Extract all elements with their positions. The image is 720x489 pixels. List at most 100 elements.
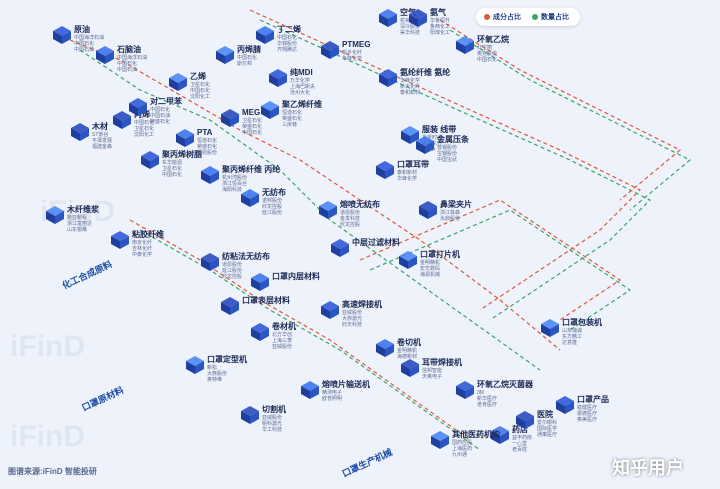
node-mask-icon [556,396,574,414]
node-pet-company: 荣盛石化 [282,116,303,122]
node-fold-company: 天奥电子 [422,374,443,380]
node-cleaning-label: 口罩打片机 [420,250,460,259]
node-propylene-company: 卫星石化 [134,126,155,132]
node-nonwoven-company: 延江股份 [222,268,243,274]
node-ammonia-company: 华鲁恒升 [430,18,451,24]
node-meg-company: 中国石化 [242,130,263,136]
node-ship-icon [491,426,509,444]
node-elastic-icon [241,189,259,207]
legend: 成分占比 数量占比 [476,8,580,26]
node-ethylene-label: 乙烯 [190,72,206,81]
node-elastic-company: 诺邦股份 [262,198,283,204]
watermark: iFinD [10,420,85,453]
node-ethylene-icon [169,73,187,91]
node-viscose-label: 粘胶纤维 [132,230,164,239]
node-ptmeg-company: 华峰化学 [342,56,363,62]
node-slicer-company: 华工科技 [262,427,283,433]
node-medsupply-company: 上海医药 [452,446,473,452]
node-pp_fiber-company: 浙江恒百丝 [222,181,248,187]
node-splicer-label: 卷材机 [272,322,296,331]
node-elastic-company: 欣龙控股 [262,204,283,210]
node-ship-label: 药店 [512,425,528,434]
node-slicer-company: 锐科激光 [262,421,283,427]
node-filter-icon [331,239,349,257]
node-pta-label: PTA [197,128,213,137]
node-petroleum-label: 石脑油 [117,45,141,54]
node-nonwoven-company: 欣龙控股 [222,274,243,280]
node-earloop-label: 口罩耳带 [397,160,429,169]
composition-line [69,39,561,351]
node-ship-company: 一心堂 [512,441,528,447]
node-acn-label: 丙烯腈 [237,45,261,54]
node-wood-icon [71,123,89,141]
node-pp-company: 卫星石化 [162,166,183,172]
node-air-label: 空气 [400,8,416,17]
node-hospital-label: 医院 [537,410,553,419]
node-sterilize-label: 环氧乙烷灭菌器 [477,380,533,389]
quantity-line [79,49,541,371]
node-outer-label: 口罩表层材料 [242,296,290,305]
node-pet-company: 恒逸石化 [282,110,303,116]
node-splicer-company: 上海三菱 [272,338,293,344]
node-pet-label: 聚乙烯纤维 [282,100,322,109]
node-hospital-company: 通策医疗 [537,432,558,438]
quantity-line [369,209,632,331]
node-ammonia-icon [409,9,427,27]
node-steel-icon [416,136,434,154]
node-bonding-icon [376,339,394,357]
node-spandex-company: 新乡化纤 [400,84,421,90]
node-wood-label: 木材 [92,122,108,131]
node-steel-company: 中国宝武 [437,157,458,163]
node-wood-company: ST景谷 [92,132,109,138]
node-bonding-company: 海德新材 [397,354,418,360]
node-steel-company: 宝钢股份 [437,151,458,157]
node-spandex-company: 泰和新材 [400,90,421,96]
node-cellulose-company: 新亚制程 [67,215,88,221]
node-eo-company: 红宝丽 [477,45,493,51]
node-petroleum-company: 中国石油 [117,67,138,73]
node-ammonia-company: 鲁西化工 [430,24,451,30]
node-fabric-icon [401,126,419,144]
node-medsupply-label: 其他医药机构 [452,430,500,439]
node-nosewire-icon [419,201,437,219]
node-mask-company: 振德医疗 [577,411,598,417]
node-crude-label: 原油 [74,25,90,34]
node-wood-company: 福建金森 [92,144,113,150]
node-acn-icon [216,46,234,64]
composition-legend-dot [484,14,490,20]
node-viscose-company: 吉林化纤 [132,246,153,252]
node-butadiene-company: 中国石化 [277,35,298,41]
node-pp-label: 聚丙烯树脂 [162,150,202,159]
node-ptmeg-icon [321,41,339,59]
brand-watermark: 知乎用户 [612,458,684,478]
node-splicer-icon [251,323,269,341]
node-pta-icon [176,129,194,147]
node-packer-label: 口罩包装机 [562,318,602,327]
node-cellulose-label: 木纤维浆 [67,205,99,214]
node-crude-company: 中国石油 [74,47,95,53]
quantity-line [449,29,692,211]
node-mdi-icon [269,69,287,87]
node-butadiene-icon [256,26,274,44]
node-propylene-icon [113,111,131,129]
node-fabric-label: 服装 线带 [422,125,457,134]
node-butadiene-company: 华锦股份 [277,41,298,47]
node-forming-company: 大族股份 [207,371,228,377]
node-feed-company: 精测电子 [322,390,343,396]
node-splicer-company: 北方华创 [272,332,293,338]
node-hospital-company: 国际医学 [537,426,558,432]
node-air-company: 深冷股份 [400,24,421,30]
node-eo-company: 奥克股份 [477,51,498,57]
node-packer-company: 山东瑞诚 [562,328,583,334]
node-eo-icon [456,36,474,54]
node-meg-icon [221,109,239,127]
node-forming-icon [186,356,204,374]
node-propylene-company: 沈阳化工 [134,132,155,138]
node-slicer-label: 切割机 [262,405,286,414]
node-pet-icon [261,101,279,119]
node-fold-label: 耳带焊接机 [422,358,462,367]
node-mdi-label: 纯MDI [290,68,313,77]
node-nosewire-company: 浙江铁森 [440,210,461,216]
node-crude-company: 中国海洋石油 [74,35,105,41]
watermark: iFinD [10,330,85,363]
